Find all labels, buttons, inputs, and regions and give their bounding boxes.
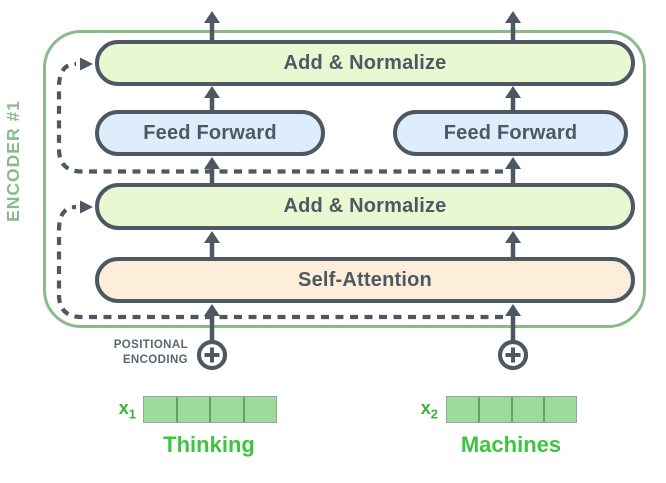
positional-encoding-line1: POSITIONAL	[113, 339, 188, 351]
input-word-thinking: Thinking	[163, 432, 255, 457]
vector-cell	[513, 397, 546, 422]
vector-cell	[480, 397, 513, 422]
plus-circle-icon	[196, 339, 228, 371]
feed-forward-right-block: Feed Forward	[393, 110, 628, 156]
input-vector-x1	[143, 396, 277, 423]
add-normalize-bottom-label: Add & Normalize	[283, 195, 447, 217]
self-attention-label: Self-Attention	[298, 268, 432, 291]
vector-cell	[245, 397, 277, 422]
add-normalize-bottom-block: Add & Normalize	[95, 183, 635, 230]
x2-subscript: 2	[430, 406, 438, 422]
vector-cell	[447, 397, 480, 422]
self-attention-block: Self-Attention	[95, 257, 635, 303]
vector-cell	[178, 397, 211, 422]
add-normalize-top-label: Add & Normalize	[283, 51, 447, 74]
x1-subscript: 1	[128, 406, 136, 422]
x2-symbol: x	[420, 398, 431, 418]
plus-circle-icon	[497, 339, 529, 371]
add-normalize-top-block: Add & Normalize	[95, 40, 635, 86]
vector-cell	[144, 397, 178, 422]
positional-encoding-label: POSITIONAL ENCODING	[84, 338, 188, 368]
feed-forward-left-label: Feed Forward	[143, 121, 277, 144]
encoder-title: ENCODER #1	[3, 100, 23, 222]
vector-cell	[545, 397, 576, 422]
vector-cell	[211, 397, 245, 422]
feed-forward-left-block: Feed Forward	[95, 110, 325, 156]
input-symbol-x1: x1	[98, 398, 136, 422]
positional-encoding-line2: ENCODING	[122, 354, 188, 367]
input-symbol-x2: x2	[400, 398, 438, 422]
input-word-machines: Machines	[460, 432, 562, 457]
input-vector-x2	[446, 396, 577, 423]
feed-forward-right-label: Feed Forward	[443, 121, 578, 144]
x1-symbol: x	[118, 398, 129, 418]
